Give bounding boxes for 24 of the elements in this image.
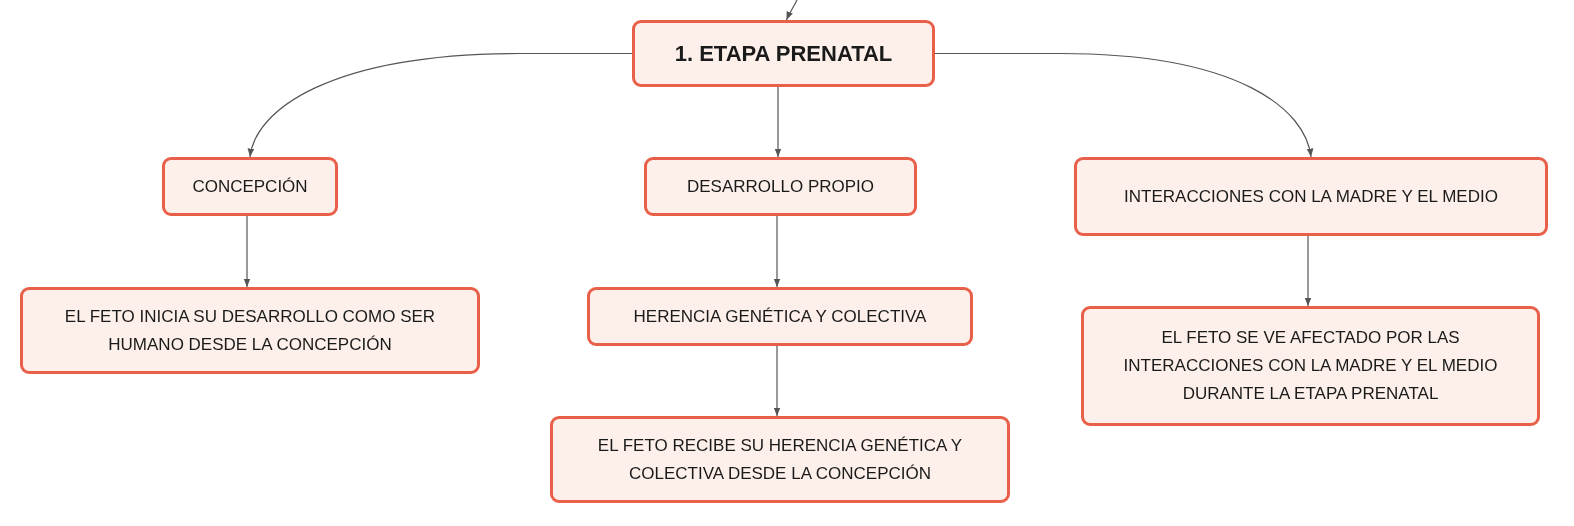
arrow: [1304, 235, 1312, 307]
arrow: [773, 345, 781, 417]
arrow: [248, 52, 633, 158]
topic-box: [587, 287, 973, 346]
topic-box: [1074, 157, 1548, 236]
topic-box: [644, 157, 917, 216]
topic-box: [1081, 306, 1540, 426]
topic-box: [162, 157, 338, 216]
node-label: INTERACCIONES CON LA MADRE Y EL MEDIO: [1124, 185, 1498, 208]
node-label: EL FETO SE VE AFECTADO POR LAS INTERACCIONES CON LA MADRE Y EL MEDIO DURANTE LA ETAPA PRENATAL: [1122, 327, 1499, 405]
topic-box: [20, 287, 480, 374]
node-label: 1. ETAPA PRENATAL: [674, 39, 893, 68]
arrow: [774, 86, 782, 158]
node-label: CONCEPCIÓN: [192, 175, 308, 198]
node-label: EL FETO INICIA SU DESARROLLO COMO SER HUMANO DESDE LA CONCEPCIÓN: [63, 305, 437, 356]
arrow: [773, 215, 781, 288]
node-label: DESARROLLO PROPIO: [686, 175, 875, 198]
arrow: [243, 215, 251, 288]
arrow: [785, 0, 798, 21]
arrow: [934, 52, 1313, 158]
node-label: EL FETO RECIBE SU HERENCIA GENÉTICA Y COLECTIVA DESDE LA CONCEPCIÓN: [596, 434, 964, 485]
topic-box: [550, 416, 1010, 503]
node-label: HERENCIA GENÉTICA Y COLECTIVA: [633, 305, 927, 328]
title-box: [632, 20, 935, 87]
